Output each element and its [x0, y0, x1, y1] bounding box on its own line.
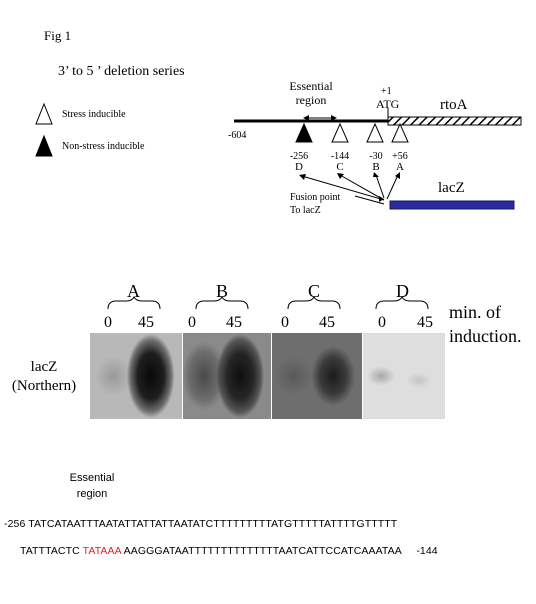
time-45-B: 45 — [226, 314, 242, 331]
essential-line2: region — [295, 93, 327, 107]
induction-line1: min. of — [449, 302, 501, 322]
essential-line1: Essential — [289, 79, 333, 93]
time-0-C: 0 — [281, 314, 289, 331]
fusion-arrows — [301, 174, 399, 205]
sequence-line1-bases: TATCATAATTTAATATTATTATTAATATCTTTTTTTTTAT… — [28, 518, 398, 530]
tss-label: +1 — [381, 86, 392, 97]
lane-label-B: B — [216, 281, 229, 301]
deletion-A-label: +56 A — [389, 151, 411, 173]
blot-panel-B — [183, 333, 271, 419]
deletion-A-pos: +56 — [392, 151, 408, 162]
induction-line2: induction. — [449, 326, 522, 346]
deletion-D-letter: D — [295, 161, 303, 173]
time-0-A: 0 — [104, 314, 112, 331]
rtoA-coding-box — [387, 116, 522, 126]
time-45-D: 45 — [417, 314, 433, 331]
sequence-region-label: Essential region — [62, 470, 122, 502]
filled-triangle-icon — [35, 134, 53, 157]
blot-panel-D — [363, 333, 445, 419]
blot-panel-C — [272, 333, 362, 419]
lane-label-A: A — [127, 281, 140, 301]
fusion-line2: To lacZ — [290, 205, 321, 216]
figure-subtitle: 3’ to 5 ’ deletion series — [58, 64, 185, 79]
deletion-A-letter: A — [396, 161, 404, 173]
sequence-line-2: TATTTACTC TATAAA AAGGGATAATTTTTTTTTTTTTT… — [20, 545, 438, 557]
essential-region-label: Essential region — [288, 79, 334, 107]
sequence-line2-pre: TATTTACTC — [20, 545, 80, 557]
deletion-C-label: -144 C — [329, 151, 351, 173]
sequence-line-1: -256 TATCATAATTTAATATTATTATTAATATCTTTTTT… — [4, 518, 397, 530]
blot-panel-A — [90, 333, 182, 419]
triangle-B — [366, 122, 384, 143]
reporter-label: lacZ — [438, 180, 465, 196]
row-label-line2: (Northern) — [11, 378, 77, 394]
atg-label: ATG — [376, 97, 400, 111]
deletion-B-label: -30 B — [365, 151, 387, 173]
fusion-line1: Fusion point — [290, 192, 341, 203]
legend-non-stress-label: Non-stress inducible — [62, 141, 145, 152]
gene-map-graphics — [234, 108, 522, 210]
figure-title: Fig 1 — [44, 28, 72, 43]
open-triangle-icon — [35, 102, 53, 125]
triangle-A — [391, 122, 409, 143]
gene-label: rtoA — [440, 97, 468, 113]
start-position-label: -604 — [228, 130, 247, 141]
sequence-label-line1: Essential — [69, 472, 115, 484]
deletion-B-pos: -30 — [369, 151, 383, 162]
time-0-B: 0 — [188, 314, 196, 331]
legend-stress-label: Stress inducible — [62, 109, 126, 120]
triangle-C — [331, 122, 349, 143]
lacZ-bar — [389, 200, 515, 210]
time-45-A: 45 — [138, 314, 154, 331]
sequence-start-pos: -256 — [4, 518, 26, 530]
deletion-D-label: -256 D — [288, 151, 310, 173]
time-45-C: 45 — [319, 314, 335, 331]
sequence-label-line2: region — [76, 488, 108, 500]
row-label: lacZ (Northern) — [6, 358, 82, 396]
induction-axis-label: min. of induction. — [449, 300, 522, 348]
time-0-D: 0 — [378, 314, 386, 331]
triangle-D — [295, 122, 313, 143]
lane-label-C: C — [308, 281, 321, 301]
deletion-D-pos: -256 — [289, 151, 309, 162]
deletion-C-pos: -144 — [330, 151, 350, 162]
row-label-line1: lacZ — [30, 359, 58, 375]
lane-label-D: D — [396, 281, 409, 301]
tata-box: TATAAA — [82, 545, 122, 557]
sequence-end-pos: -144 — [416, 545, 438, 557]
fusion-point-label: Fusion point To lacZ — [290, 191, 340, 217]
deletion-C-letter: C — [336, 161, 344, 173]
lane-brackets — [107, 296, 429, 310]
sequence-line2-post: AAGGGATAATTTTTTTTTTTTTTAATCATTCCATCAAATA… — [123, 545, 402, 557]
deletion-B-letter: B — [372, 161, 380, 173]
